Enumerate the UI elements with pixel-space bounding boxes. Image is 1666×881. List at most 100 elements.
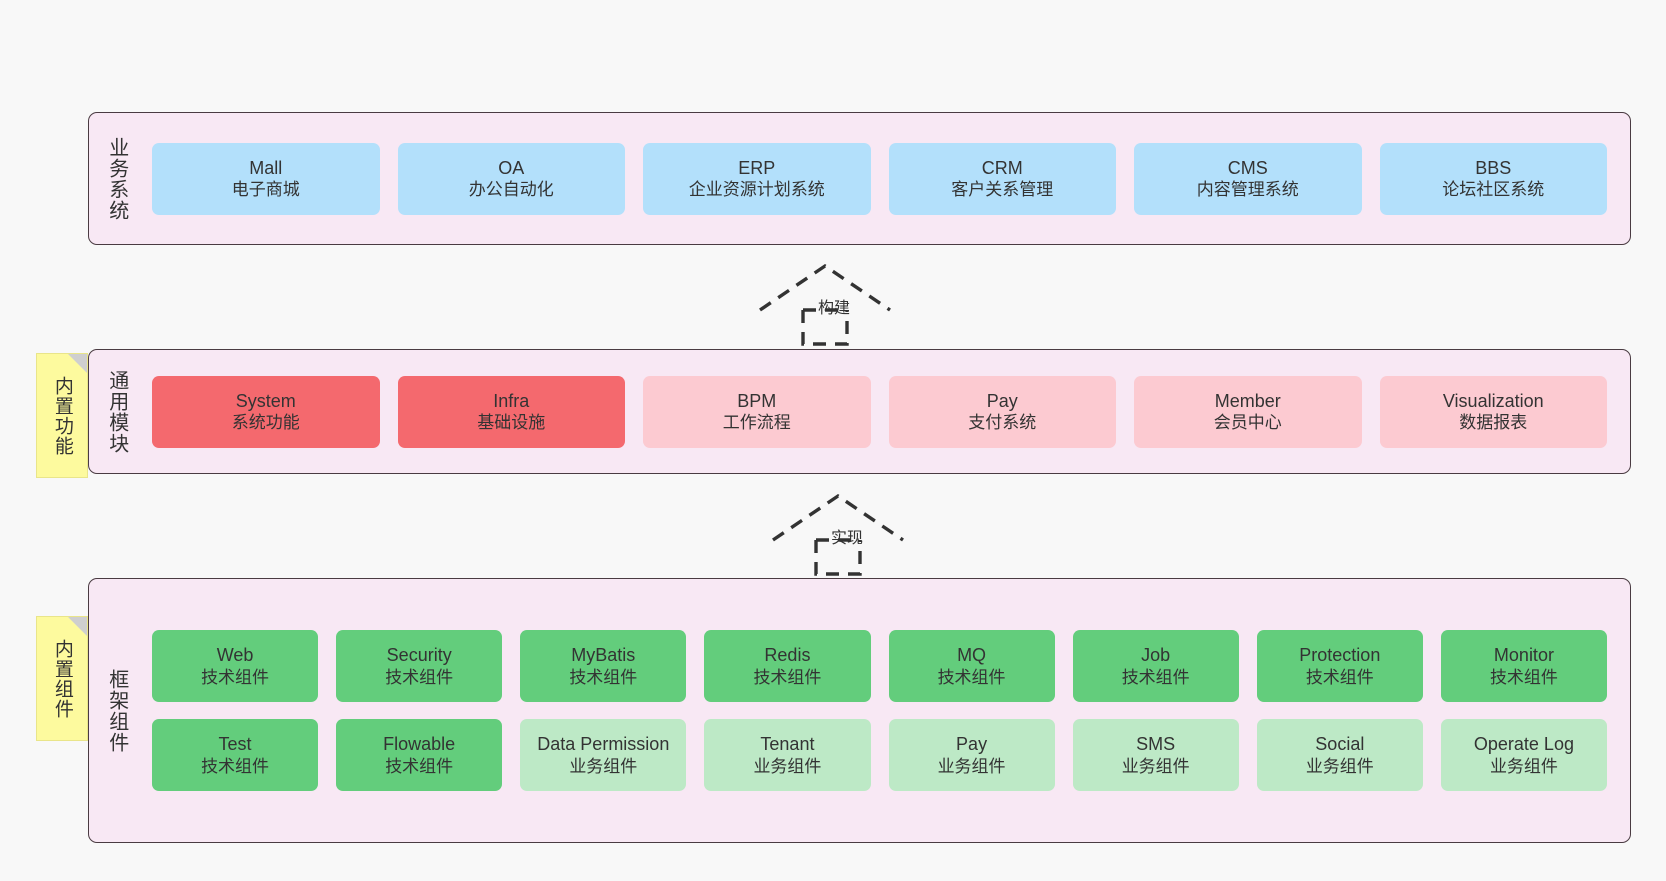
card-row-business-components: Test 技术组件 Flowable 技术组件 Data Permission … (143, 719, 1616, 791)
card-row-business-systems: Mall 电子商城 OA 办公自动化 ERP 企业资源计划系统 CRM 客户关系… (135, 113, 1630, 244)
card-row-common-modules: System 系统功能 Infra 基础设施 BPM 工作流程 Pay 支付系统… (135, 350, 1630, 473)
card-monitor[interactable]: Monitor 技术组件 (1440, 630, 1607, 702)
card-subtitle: 技术组件 (201, 667, 270, 687)
connector-build: 构建 (755, 258, 925, 346)
card-tenant[interactable]: Tenant 业务组件 (704, 719, 871, 791)
card-subtitle: 业务组件 (1305, 756, 1374, 776)
card-subtitle: 技术组件 (937, 667, 1006, 687)
layer-framework-components[interactable]: 框架组件 Web 技术组件 Security 技术组件 MyBatis 技术组件… (88, 578, 1631, 843)
layer-title-business-systems: 业务系统 (105, 136, 128, 221)
card-subtitle: 技术组件 (1305, 667, 1374, 687)
card-pay-component[interactable]: Pay 业务组件 (888, 719, 1055, 791)
card-subtitle: 基础设施 (477, 413, 546, 433)
card-cms[interactable]: CMS 内容管理系统 (1134, 142, 1362, 215)
card-grid-framework-components: Web 技术组件 Security 技术组件 MyBatis 技术组件 Redi… (135, 579, 1630, 842)
note-builtin-features: 内置功能 (36, 353, 88, 478)
card-title: ERP (738, 157, 776, 178)
card-subtitle: 技术组件 (385, 756, 454, 776)
card-mall[interactable]: Mall 电子商城 (152, 142, 380, 215)
card-mybatis[interactable]: MyBatis 技术组件 (520, 630, 687, 702)
card-subtitle: 技术组件 (753, 667, 822, 687)
card-title: BPM (737, 390, 777, 411)
card-title: Data Permission (537, 734, 670, 755)
card-data-permission[interactable]: Data Permission 业务组件 (520, 719, 687, 791)
card-test[interactable]: Test 技术组件 (152, 719, 319, 791)
card-subtitle: 技术组件 (1121, 667, 1190, 687)
card-title: CRM (981, 157, 1023, 178)
layer-title-common-modules: 通用模块 (105, 369, 128, 454)
card-subtitle: 数据报表 (1459, 413, 1528, 433)
card-subtitle: 技术组件 (201, 756, 270, 776)
card-title: Member (1214, 390, 1281, 411)
card-pay-module[interactable]: Pay 支付系统 (888, 375, 1116, 448)
card-title: Infra (493, 390, 530, 411)
card-title: MyBatis (571, 645, 636, 666)
card-erp[interactable]: ERP 企业资源计划系统 (643, 142, 871, 215)
card-title: Operate Log (1473, 734, 1574, 755)
card-subtitle: 技术组件 (569, 667, 638, 687)
card-title: Tenant (760, 734, 815, 755)
card-subtitle: 业务组件 (937, 756, 1006, 776)
card-flowable[interactable]: Flowable 技术组件 (336, 719, 503, 791)
layer-common-modules[interactable]: 通用模块 System 系统功能 Infra 基础设施 BPM 工作流程 Pay… (88, 349, 1631, 474)
layer-title-framework-components: 框架组件 (105, 668, 128, 753)
card-subtitle: 业务组件 (753, 756, 822, 776)
card-subtitle: 工作流程 (722, 413, 791, 433)
card-title: BBS (1475, 157, 1512, 178)
card-title: Mall (249, 157, 283, 178)
card-title: Protection (1299, 645, 1381, 666)
connector-implement-label: 实现 (831, 530, 864, 547)
card-infra[interactable]: Infra 基础设施 (397, 375, 625, 448)
card-sms[interactable]: SMS 业务组件 (1072, 719, 1239, 791)
card-crm[interactable]: CRM 客户关系管理 (888, 142, 1116, 215)
card-bbs[interactable]: BBS 论坛社区系统 (1379, 142, 1607, 215)
card-title: Visualization (1442, 390, 1544, 411)
card-title: Pay (956, 734, 988, 755)
card-security[interactable]: Security 技术组件 (336, 630, 503, 702)
card-title: Redis (764, 645, 811, 666)
card-redis[interactable]: Redis 技术组件 (704, 630, 871, 702)
layer-business-systems[interactable]: 业务系统 Mall 电子商城 OA 办公自动化 ERP 企业资源计划系统 CRM… (88, 112, 1631, 245)
card-subtitle: 电子商城 (231, 180, 300, 200)
connector-build-label: 构建 (818, 300, 851, 317)
card-subtitle: 技术组件 (385, 667, 454, 687)
card-job[interactable]: Job 技术组件 (1072, 630, 1239, 702)
card-title: CMS (1227, 157, 1268, 178)
card-bpm[interactable]: BPM 工作流程 (643, 375, 871, 448)
card-title: Monitor (1493, 645, 1554, 666)
card-subtitle: 企业资源计划系统 (688, 180, 825, 200)
card-social[interactable]: Social 业务组件 (1256, 719, 1423, 791)
card-system[interactable]: System 系统功能 (152, 375, 380, 448)
card-member[interactable]: Member 会员中心 (1134, 375, 1362, 448)
card-subtitle: 系统功能 (231, 413, 300, 433)
card-visualization[interactable]: Visualization 数据报表 (1379, 375, 1607, 448)
card-subtitle: 支付系统 (968, 413, 1037, 433)
card-protection[interactable]: Protection 技术组件 (1256, 630, 1423, 702)
note-text: 内置功能 (51, 375, 73, 456)
card-operate-log[interactable]: Operate Log 业务组件 (1440, 719, 1607, 791)
card-subtitle: 会员中心 (1213, 413, 1282, 433)
card-oa[interactable]: OA 办公自动化 (397, 142, 625, 215)
card-subtitle: 技术组件 (1489, 667, 1558, 687)
card-subtitle: 业务组件 (1121, 756, 1190, 776)
card-title: MQ (957, 645, 987, 666)
note-text: 内置组件 (51, 638, 73, 719)
card-title: Security (386, 645, 452, 666)
card-subtitle: 办公自动化 (468, 180, 554, 200)
card-subtitle: 论坛社区系统 (1442, 180, 1545, 200)
card-title: OA (498, 157, 525, 178)
card-subtitle: 内容管理系统 (1196, 180, 1299, 200)
card-web[interactable]: Web 技术组件 (152, 630, 319, 702)
card-title: System (235, 390, 296, 411)
build-arrow-icon (759, 263, 891, 346)
card-title: Pay (986, 390, 1018, 411)
implement-arrow-icon (772, 493, 904, 576)
connector-implement: 实现 (768, 488, 938, 576)
card-subtitle: 客户关系管理 (951, 180, 1054, 200)
note-builtin-components: 内置组件 (36, 616, 88, 741)
card-title: Web (216, 645, 254, 666)
card-title: SMS (1136, 734, 1176, 755)
card-title: Flowable (383, 734, 456, 755)
card-mq[interactable]: MQ 技术组件 (888, 630, 1055, 702)
